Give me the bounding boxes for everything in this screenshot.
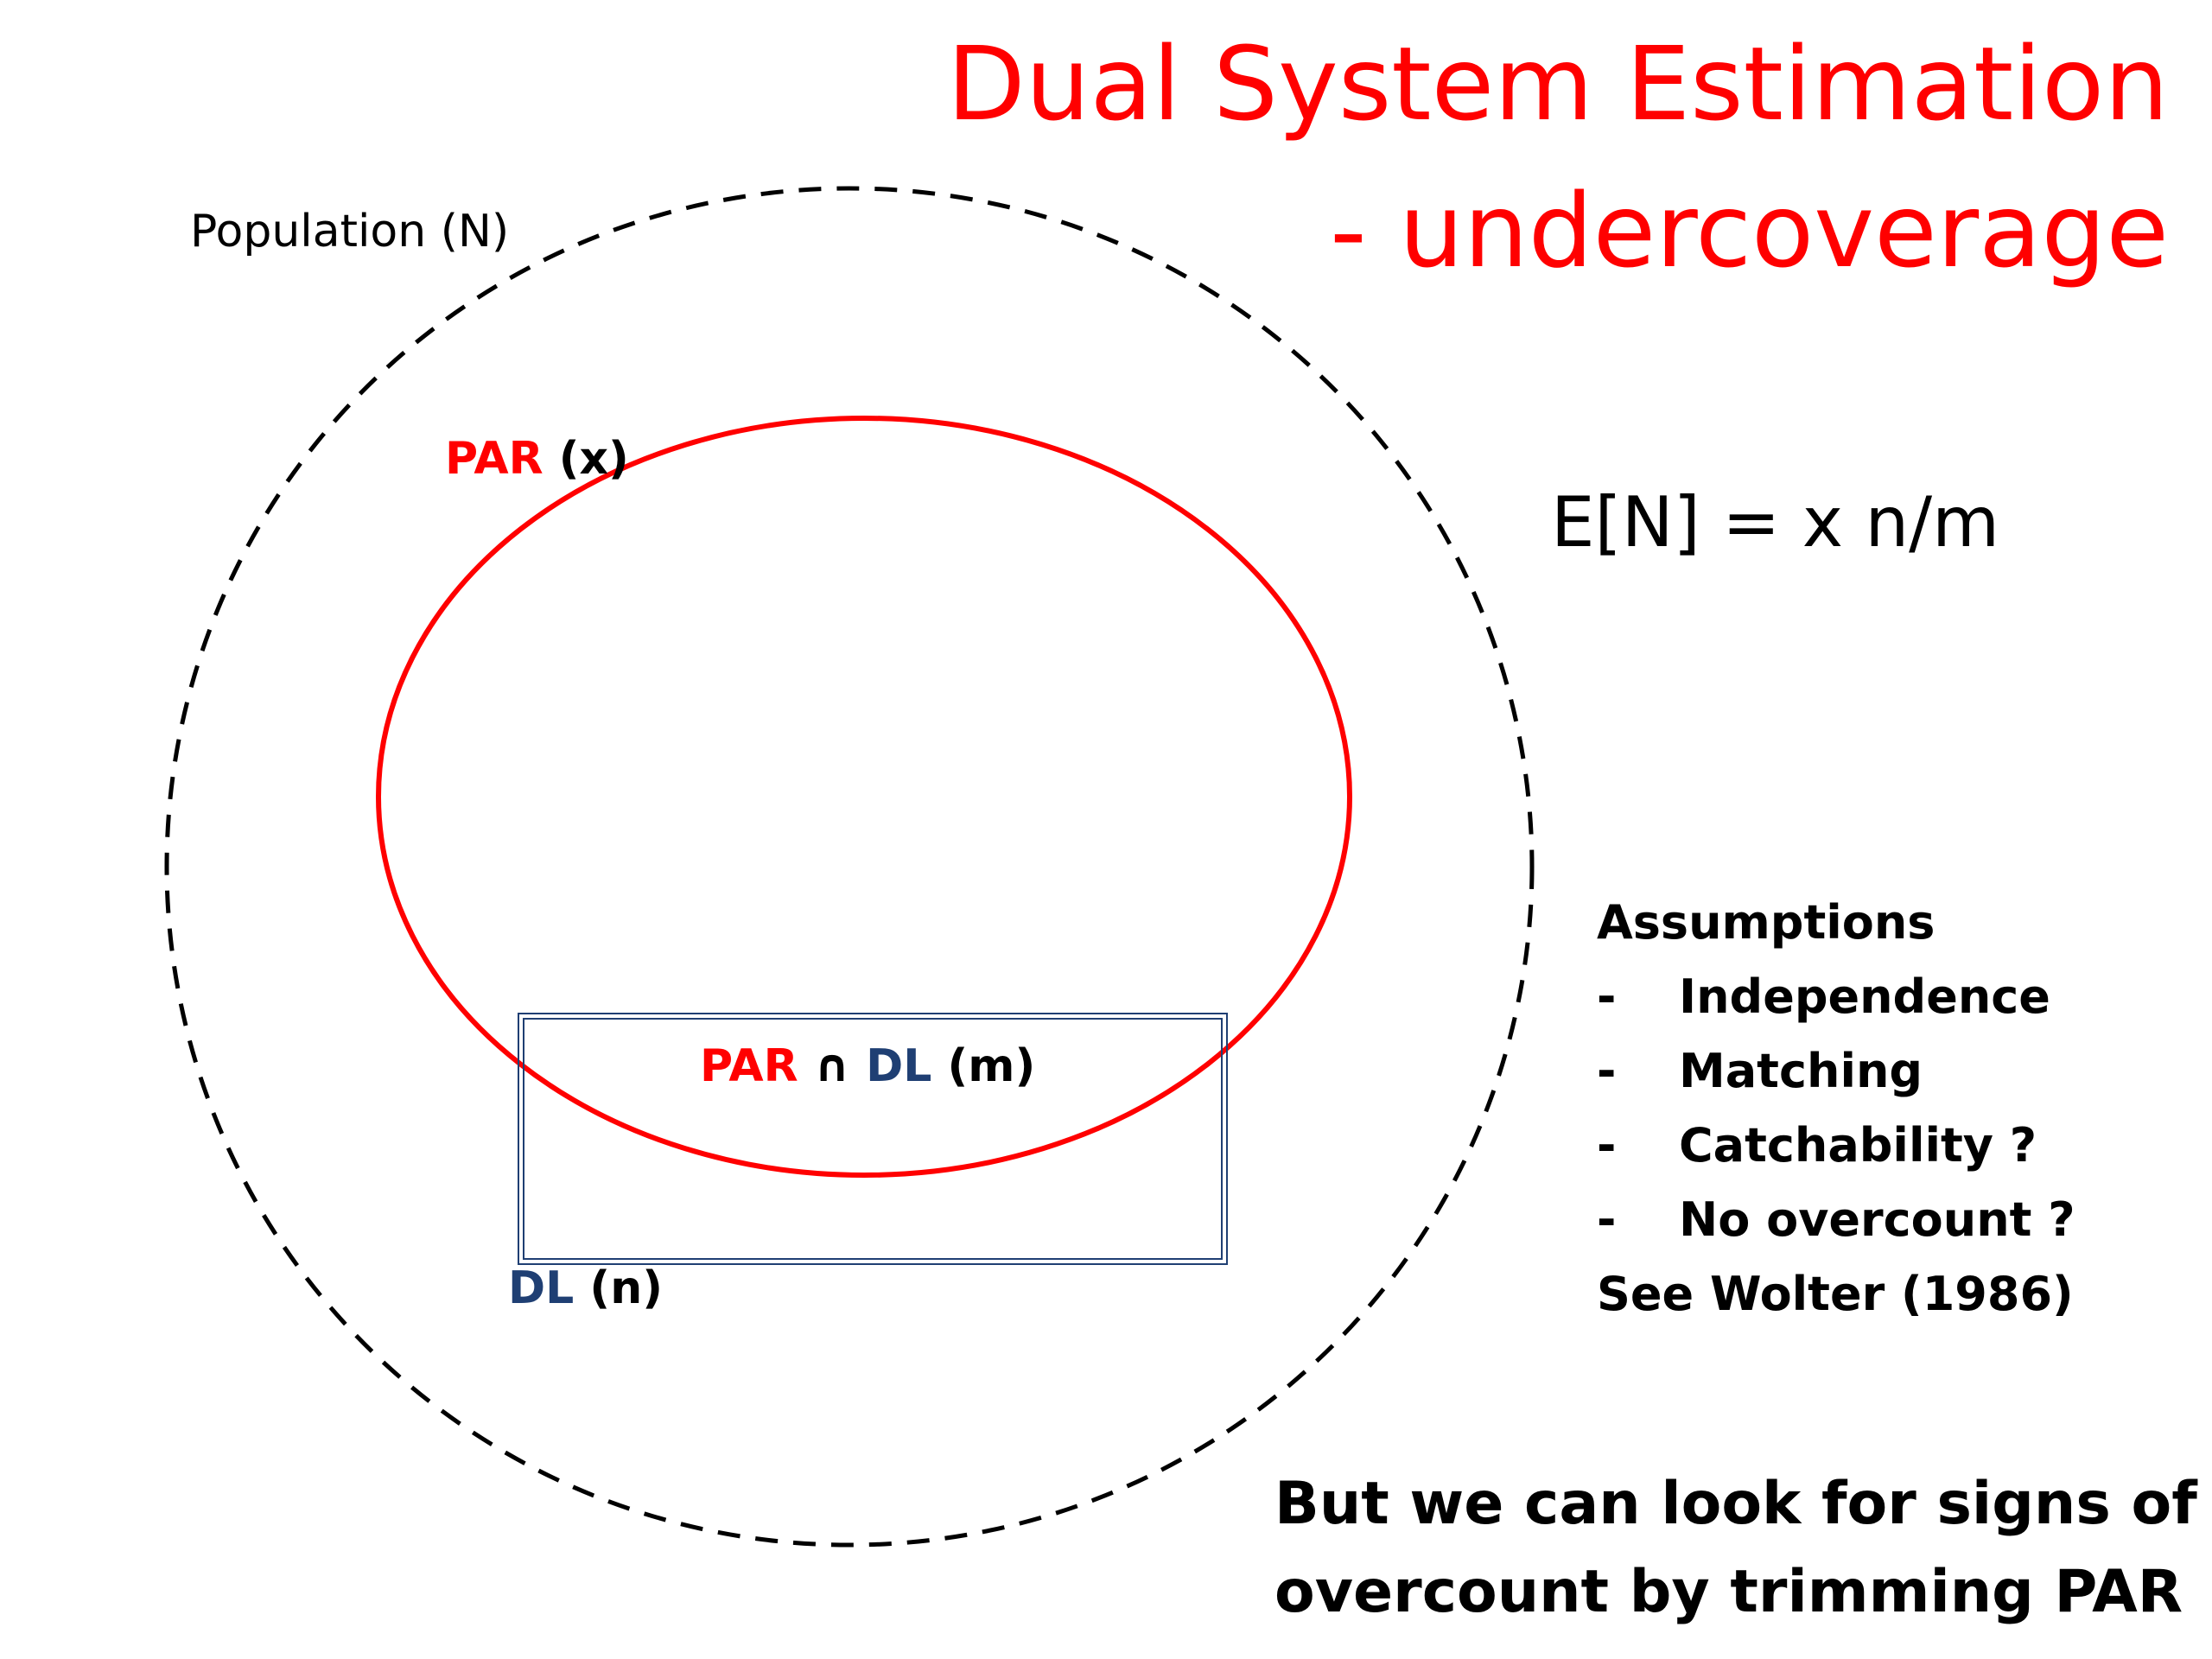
intersection-symbol: ∩ (813, 1040, 850, 1092)
assumptions-heading: Assumptions (1597, 895, 1936, 950)
intersection-dl: DL (866, 1040, 932, 1092)
population-label: Population (N) (190, 206, 510, 257)
conclusion-line-1: But we can look for signs of (1274, 1470, 2197, 1538)
estimator-formula: E[N] = x n/m (1551, 482, 2000, 563)
intersection-label: PAR ∩ DL (m) (700, 1044, 1035, 1089)
assumptions-reference: See Wolter (1986) (1597, 1267, 2074, 1321)
par-label: PAR (x) (445, 436, 629, 481)
assumption-text: No overcount ? (1679, 1192, 2075, 1247)
conclusion-text: But we can look for signs of overcount b… (1274, 1460, 2197, 1637)
assumption-text: Independence (1679, 969, 2050, 1024)
assumption-item: - Catchability ? (1597, 1109, 2075, 1183)
intersection-param: (m) (947, 1040, 1036, 1092)
conclusion-line-2: overcount by trimming PAR (1274, 1558, 2183, 1626)
assumption-text: Matching (1679, 1044, 1923, 1098)
assumption-dash: - (1597, 969, 1617, 1024)
assumption-item: - Independence (1597, 960, 2075, 1034)
dl-label: DL (n) (508, 1266, 663, 1311)
assumption-item: - No overcount ? (1597, 1183, 2075, 1257)
assumption-dash: - (1597, 1192, 1617, 1247)
assumption-text: Catchability ? (1679, 1118, 2037, 1173)
title-line-1: Dual System Estimation (946, 24, 2169, 143)
assumption-dash: - (1597, 1118, 1617, 1173)
title-line-2: - undercoverage (1330, 171, 2169, 290)
intersection-par: PAR (700, 1040, 798, 1092)
assumption-dash: - (1597, 1044, 1617, 1098)
assumption-item: - Matching (1597, 1034, 2075, 1109)
population-circle (164, 186, 1535, 1548)
par-name: PAR (445, 433, 543, 485)
assumptions-list: Assumptions - Independence - Matching - Cat… (1597, 886, 2075, 1332)
dl-rectangle (518, 1013, 1228, 1265)
dl-rectangle-inner (523, 1018, 1223, 1260)
par-param: (x) (558, 433, 629, 485)
dl-name: DL (508, 1262, 575, 1314)
dl-param: (n) (589, 1262, 663, 1314)
par-ellipse (376, 416, 1352, 1178)
